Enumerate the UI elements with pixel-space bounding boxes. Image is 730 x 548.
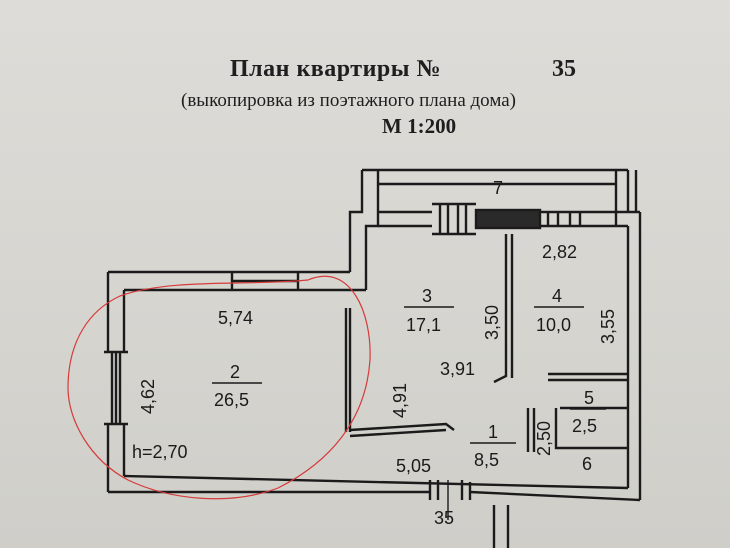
wall-bottom-outer xyxy=(108,490,641,502)
plan-scale: М 1:200 xyxy=(382,114,457,138)
room2-area: 26,5 xyxy=(214,390,249,410)
document-title: План квартиры № xyxy=(230,56,442,82)
left-window-mullions xyxy=(110,352,122,424)
apartment-number: 35 xyxy=(552,56,576,82)
room3-dim-side: 4,91 xyxy=(390,383,410,418)
room2-width: 5,74 xyxy=(218,308,253,328)
wall-upper-left-inner xyxy=(364,170,380,290)
room1-area: 8,5 xyxy=(474,450,499,470)
red-marker-circle xyxy=(67,275,371,500)
partition-room4-bottom xyxy=(548,372,628,382)
room4-depth: 3,55 xyxy=(598,309,618,344)
partition-room2-room3 xyxy=(344,308,352,432)
room4-area: 10,0 xyxy=(536,315,571,335)
stair-lines xyxy=(492,505,510,548)
room1-number: 1 xyxy=(488,422,498,442)
room2-depth: 4,62 xyxy=(138,379,158,414)
room3-dim-horizontal: 3,91 xyxy=(440,359,475,379)
room3-number: 3 xyxy=(422,286,432,306)
room1-dim-side: 2,50 xyxy=(534,421,554,456)
room4-width: 2,82 xyxy=(542,242,577,262)
partition-room3-lower xyxy=(349,422,455,438)
room2-number: 2 xyxy=(230,362,240,382)
bottom-mark: 35 xyxy=(434,508,454,528)
top-window-mullions-left xyxy=(438,204,468,234)
room2-height: h=2,70 xyxy=(132,442,188,462)
top-window-mullions-right xyxy=(546,212,582,226)
entrance-door xyxy=(428,480,472,500)
wall-upper-left xyxy=(348,170,364,272)
document-subtitle: (выкопировка из поэтажного плана дома) xyxy=(181,90,516,111)
top-window-frames xyxy=(432,202,592,236)
room6-number: 6 xyxy=(582,454,592,474)
partition-room5 xyxy=(554,406,628,450)
wall-bottom-inner xyxy=(123,474,629,490)
partition-room3-room4 xyxy=(493,234,514,384)
room3-dim-vertical: 3,50 xyxy=(482,305,502,340)
room1-width: 5,05 xyxy=(396,456,431,476)
room5-area: 2,5 xyxy=(572,416,597,436)
partition-room1-right xyxy=(526,408,536,452)
room5-number: 5 xyxy=(584,388,594,408)
room3-area: 17,1 xyxy=(406,315,441,335)
wall-pier-top xyxy=(474,208,542,230)
room4-number: 4 xyxy=(552,286,562,306)
wall-outlines xyxy=(104,168,642,548)
balcony-label: 7 xyxy=(493,178,503,198)
